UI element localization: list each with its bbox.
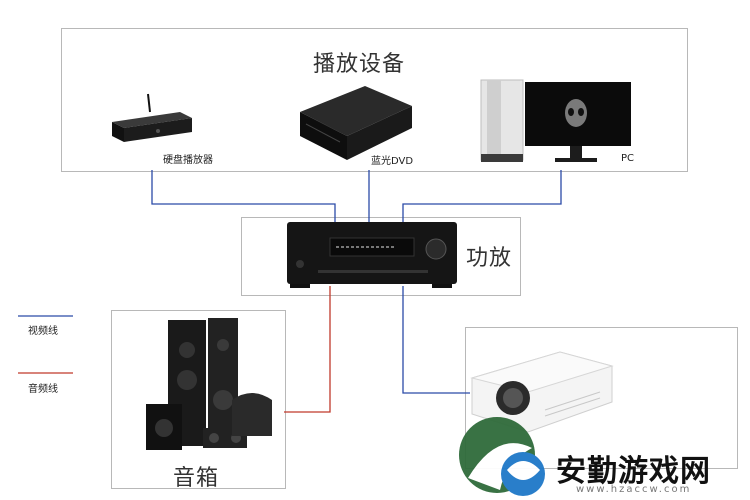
hdd-player-icon [112,93,192,142]
speakers-label: 音箱 [173,466,220,491]
video-line-pc-to-amp [402,170,562,223]
watermark-site-name: 安勤游戏网 [556,454,711,489]
legend-audio-label: 音频线 [28,384,58,395]
amplifier-label: 功放 [466,246,513,271]
speakers-icon [146,318,272,450]
amplifier-icon [287,222,457,288]
video-line-hdd-to-amp [151,170,336,223]
video-connections [151,170,562,394]
audio-connections [284,286,331,413]
hdd-player-label: 硬盘播放器 [163,155,213,166]
video-line-amp-to-projector [402,286,470,394]
bluray-player-icon [300,86,412,160]
watermark-logo [459,417,545,496]
pc-label: PC [621,153,635,164]
watermark-url: www.hzaccw.com [576,484,692,495]
projector-icon [470,351,614,433]
bluray-label: 蓝光DVD [371,156,414,167]
audio-line-amp-to-speakers [284,286,331,413]
legend-video-label: 视频线 [28,326,58,337]
pc-icon [480,79,631,162]
playback-group-title: 播放设备 [313,52,406,77]
